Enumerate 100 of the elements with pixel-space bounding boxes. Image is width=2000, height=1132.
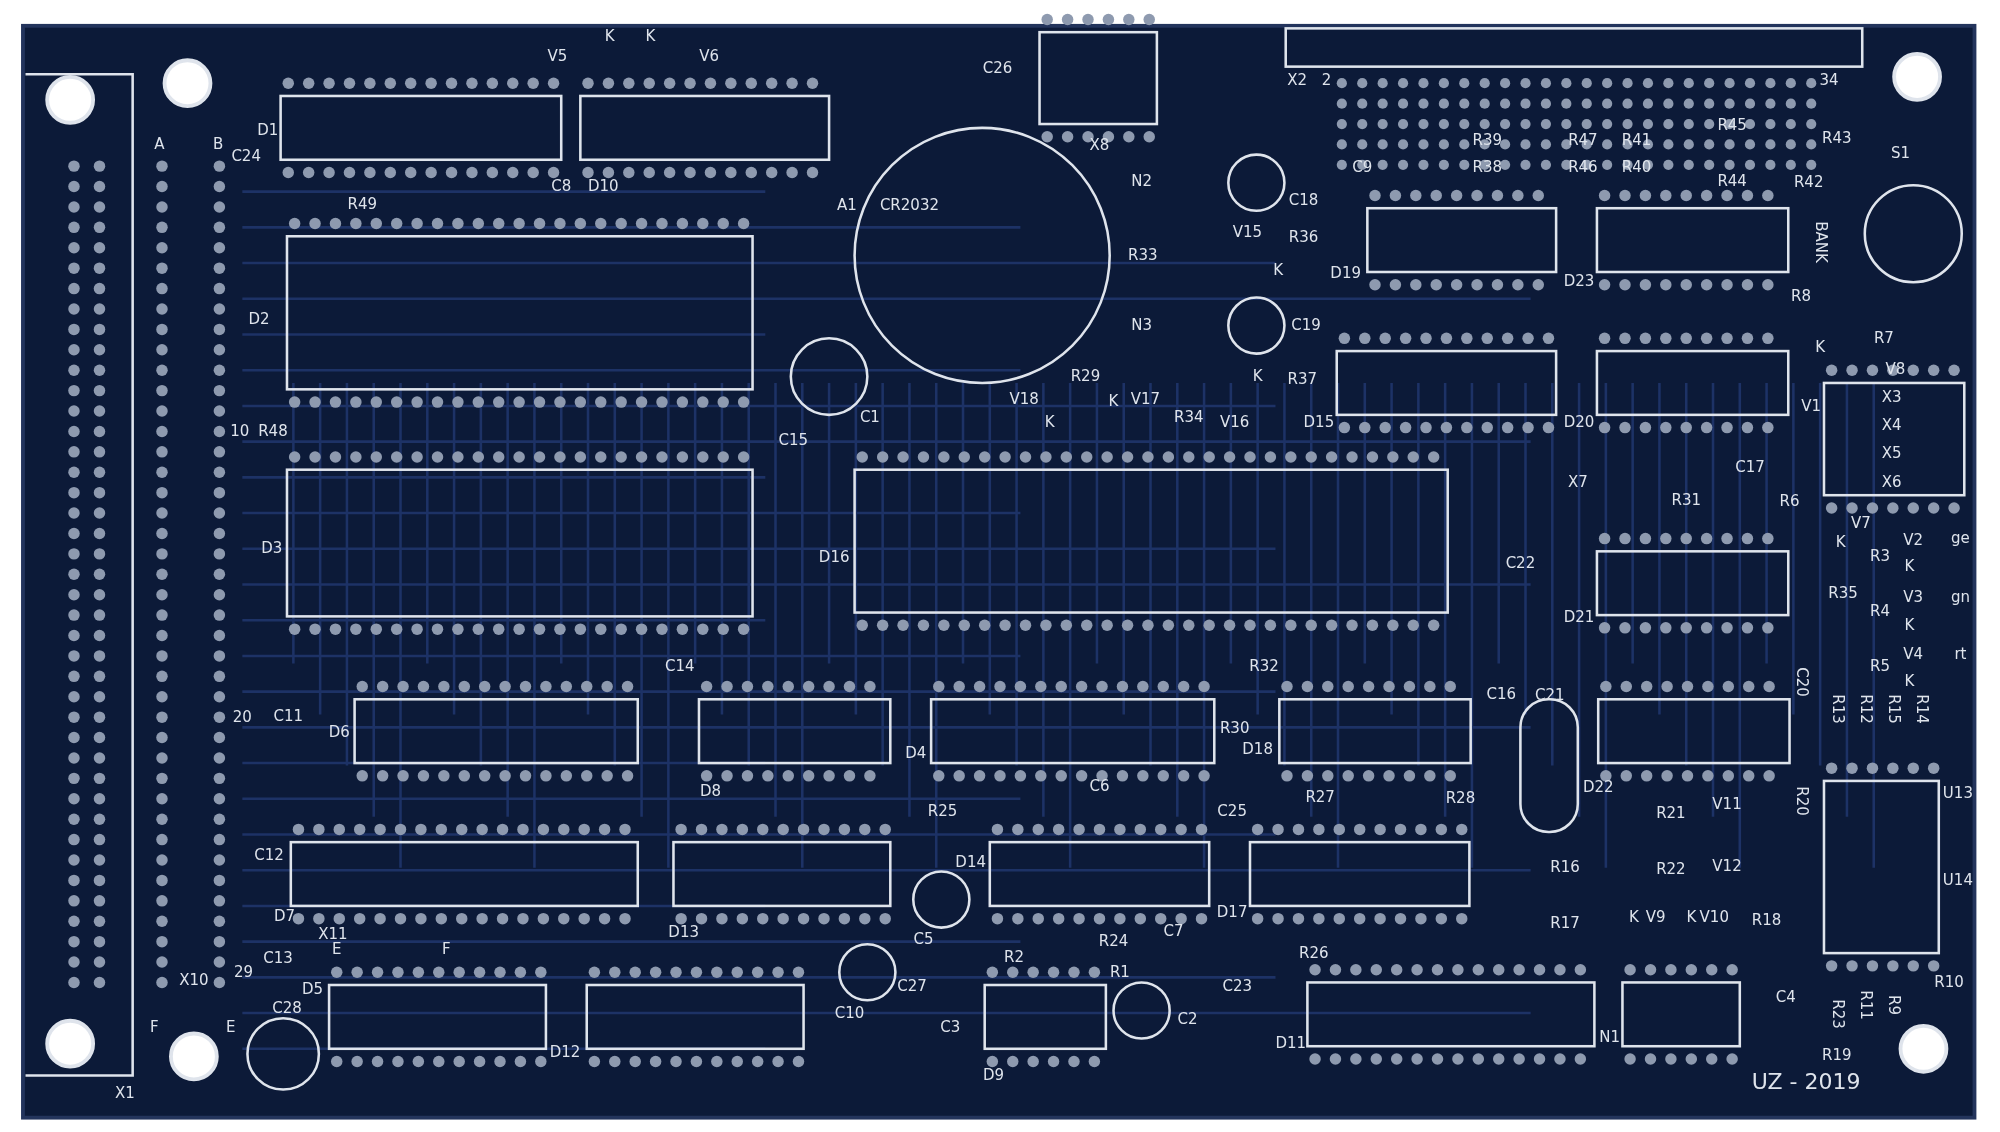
silkscreen-label: R9	[1885, 995, 1901, 1016]
silkscreen-label: D19	[1330, 265, 1361, 281]
silkscreen-label: C24	[231, 148, 261, 164]
silkscreen-label: 10	[230, 423, 250, 439]
silkscreen-label: R15	[1885, 694, 1901, 724]
silkscreen-label: C16	[1486, 686, 1517, 702]
silkscreen-label: A1	[837, 197, 857, 213]
silkscreen-label: R8	[1791, 288, 1811, 304]
silkscreen-label: X6	[1881, 474, 1902, 490]
silkscreen-label: D5	[301, 981, 324, 996]
silkscreen-label: C27	[897, 978, 927, 994]
silkscreen-label: R36	[1288, 229, 1319, 245]
silkscreen-label: C18	[1288, 192, 1319, 208]
silkscreen-label: C3	[940, 1019, 961, 1035]
silkscreen-label: R2	[1004, 949, 1024, 965]
silkscreen-label: R37	[1287, 371, 1318, 387]
silkscreen-label: R32	[1249, 658, 1279, 674]
silkscreen-label: X3	[1881, 389, 1902, 405]
silkscreen-label: X2	[1287, 72, 1308, 88]
silkscreen-label: C25	[1217, 803, 1247, 819]
silkscreen-label: R49	[347, 196, 377, 212]
silkscreen-label: R21	[1656, 805, 1686, 820]
silkscreen-label: 29	[234, 964, 254, 980]
silkscreen-label: K	[1273, 262, 1283, 278]
silkscreen-label: V17	[1130, 391, 1161, 407]
silkscreen-label: V11	[1712, 796, 1742, 812]
silkscreen-label: C5	[913, 931, 934, 947]
silkscreen-label: X1	[115, 1085, 135, 1101]
silkscreen-label: R18	[1751, 912, 1782, 928]
silkscreen-label: U14	[1942, 872, 1973, 888]
silkscreen-label: R11	[1857, 990, 1873, 1020]
silkscreen-label: K	[1904, 558, 1915, 574]
silkscreen-label: K	[1686, 909, 1697, 925]
silkscreen-label: D22	[1582, 779, 1614, 795]
silkscreen-label: C10	[834, 1005, 865, 1021]
silkscreen-label: R1	[1109, 964, 1130, 980]
silkscreen-label: X10	[179, 972, 209, 988]
silkscreen-label: V6	[699, 48, 720, 64]
silkscreen-label: C15	[778, 432, 809, 448]
silkscreen-label: D7	[273, 908, 295, 924]
silkscreen-label: D13	[668, 924, 699, 940]
silkscreen-label: R26	[1299, 945, 1329, 961]
silkscreen-label: R43	[1822, 130, 1852, 146]
silkscreen-label: V1	[1801, 398, 1822, 414]
silkscreen-label: K	[1252, 368, 1263, 384]
silkscreen-label: C26	[982, 60, 1013, 76]
silkscreen-label: R46	[1568, 159, 1598, 175]
silkscreen-label: E	[226, 1019, 236, 1035]
silkscreen-label: D14	[955, 854, 986, 870]
silkscreen-label: UZ - 2019	[1751, 1070, 1861, 1093]
silkscreen-label: C9	[1352, 159, 1373, 175]
silkscreen-label: V8	[1885, 361, 1906, 377]
silkscreen-label: R4	[1870, 603, 1891, 619]
silkscreen-label: V18	[1009, 391, 1039, 407]
silkscreen-label: C12	[254, 847, 284, 863]
silkscreen-label: B	[212, 136, 224, 152]
silkscreen-label: C19	[1291, 317, 1321, 333]
silkscreen-label: A	[154, 136, 165, 152]
silkscreen-label: D23	[1563, 273, 1595, 289]
silkscreen-label: R40	[1621, 159, 1652, 175]
silkscreen-label: V15	[1232, 224, 1263, 240]
silkscreen-label: R41	[1621, 132, 1652, 148]
silkscreen-label: N1	[1599, 1029, 1621, 1045]
silkscreen-label: C13	[263, 950, 293, 966]
silkscreen-label: C1	[859, 409, 880, 425]
silkscreen-label: V10	[1699, 909, 1729, 925]
silkscreen-label: R20	[1793, 786, 1809, 816]
silkscreen-label: C8	[551, 178, 572, 194]
silkscreen-label: ge	[1951, 530, 1970, 546]
silkscreen-label: C23	[1222, 978, 1252, 994]
silkscreen-label: gn	[1950, 589, 1970, 605]
silkscreen-label: X4	[1881, 417, 1902, 433]
silkscreen-label: K	[1904, 617, 1915, 633]
silkscreen-label: V5	[547, 48, 568, 64]
silkscreen-label: C2	[1177, 1011, 1198, 1027]
silkscreen-label: R48	[258, 423, 288, 439]
silkscreen-label: C6	[1089, 778, 1110, 794]
silkscreen-label: C7	[1163, 923, 1184, 939]
silkscreen-label: R44	[1717, 173, 1747, 189]
silkscreen-label: D12	[549, 1044, 581, 1060]
silkscreen-label: D4	[905, 745, 927, 761]
silkscreen-label: F	[442, 941, 451, 957]
silkscreen-label: S1	[1890, 145, 1911, 161]
silkscreen-label: D6	[328, 724, 350, 740]
silkscreen-label: C17	[1735, 459, 1765, 475]
silkscreen-label: R13	[1829, 694, 1845, 724]
silkscreen-label: R10	[1934, 974, 1964, 990]
silkscreen-label: R33	[1128, 247, 1158, 263]
silkscreen-label: C4	[1775, 989, 1796, 1005]
silkscreen-label: C11	[273, 708, 304, 724]
silkscreen-label: CR2032	[879, 197, 939, 213]
silkscreen-label: K	[1629, 909, 1639, 925]
silkscreen-label: 34	[1819, 72, 1839, 88]
silkscreen-label: R25	[927, 803, 958, 819]
silkscreen-label: K	[1904, 673, 1915, 689]
silkscreen-label: R6	[1779, 493, 1800, 509]
silkscreen-label: R19	[1822, 1047, 1852, 1063]
silkscreen-label: C20	[1793, 667, 1809, 698]
silkscreen-label: R29	[1070, 368, 1101, 384]
silkscreen-label: K	[1835, 534, 1846, 550]
